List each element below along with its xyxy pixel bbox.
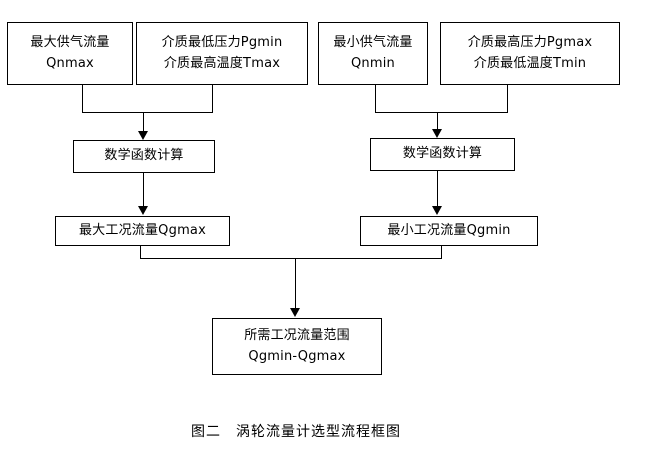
node-required-flow-range-line2: Qgmin-Qgmax: [248, 348, 346, 364]
connector-bottom-merge-to-range: [295, 258, 296, 310]
node-math-calc-left-label: 数学函数计算: [104, 148, 184, 164]
node-max-supply-flow-line1: 最大供气流量: [30, 34, 110, 50]
node-medium-max-pressure-min-temp-line2: 介质最低温度Tmin: [473, 55, 587, 71]
node-medium-min-pressure-max-temp-line2: 介质最高温度Tmax: [163, 55, 281, 71]
node-math-calc-right: 数学函数计算: [370, 138, 515, 171]
node-required-flow-range-line1: 所需工况流量范围: [244, 327, 350, 343]
node-medium-min-pressure-max-temp-line1: 介质最低压力Pgmin: [161, 34, 283, 50]
node-max-supply-flow-line2: Qnmax: [46, 55, 94, 71]
node-medium-max-pressure-min-temp-line1: 介质最高压力Pgmax: [467, 34, 593, 50]
connector-calc-right-to-min-flow: [437, 171, 438, 207]
connector-calc-left-to-max-flow: [143, 173, 144, 207]
connector-bottom-merge-bar: [140, 258, 442, 259]
figure-caption: 图二 涡轮流量计选型流程框图: [191, 424, 401, 440]
node-max-working-flow-label: 最大工况流量Qgmax: [78, 222, 206, 238]
node-min-supply-flow-line2: Qnmin: [351, 55, 395, 71]
connector-max-working-flow-down: [140, 246, 141, 259]
node-medium-min-pressure-max-temp: 介质最低压力Pgmin 介质最高温度Tmax: [136, 22, 308, 85]
arrowhead-right-merge-to-calc: [432, 129, 442, 138]
node-max-working-flow: 最大工况流量Qgmax: [55, 216, 230, 246]
connector-left-merge-bar: [82, 112, 213, 113]
connector-right-merge-bar: [375, 112, 508, 113]
node-math-calc-right-label: 数学函数计算: [402, 146, 483, 162]
connector-right-merge-to-calc: [437, 112, 438, 132]
node-min-working-flow-label: 最小工况流量Qgmin: [387, 222, 511, 238]
node-min-supply-flow-line1: 最小供气流量: [333, 34, 413, 50]
connector-min-working-flow-down: [441, 246, 442, 259]
arrowhead-left-merge-to-calc: [138, 131, 148, 140]
arrowhead-calc-left-to-max-flow: [138, 206, 148, 215]
connector-medium-min-pressure-down: [212, 85, 213, 113]
node-medium-max-pressure-min-temp: 介质最高压力Pgmax 介质最低温度Tmin: [440, 22, 620, 85]
node-min-supply-flow: 最小供气流量 Qnmin: [318, 22, 428, 85]
arrowhead-bottom-merge-to-range: [290, 308, 300, 317]
connector-min-supply-flow-down: [375, 85, 376, 113]
arrowhead-calc-right-to-min-flow: [432, 206, 442, 215]
node-max-supply-flow: 最大供气流量 Qnmax: [7, 22, 133, 85]
node-math-calc-left: 数学函数计算: [73, 140, 215, 173]
connector-max-supply-flow-down: [82, 85, 83, 113]
connector-medium-max-pressure-down: [507, 85, 508, 113]
node-min-working-flow: 最小工况流量Qgmin: [360, 216, 538, 246]
node-required-flow-range: 所需工况流量范围 Qgmin-Qgmax: [212, 318, 382, 375]
connector-left-merge-to-calc: [143, 112, 144, 134]
